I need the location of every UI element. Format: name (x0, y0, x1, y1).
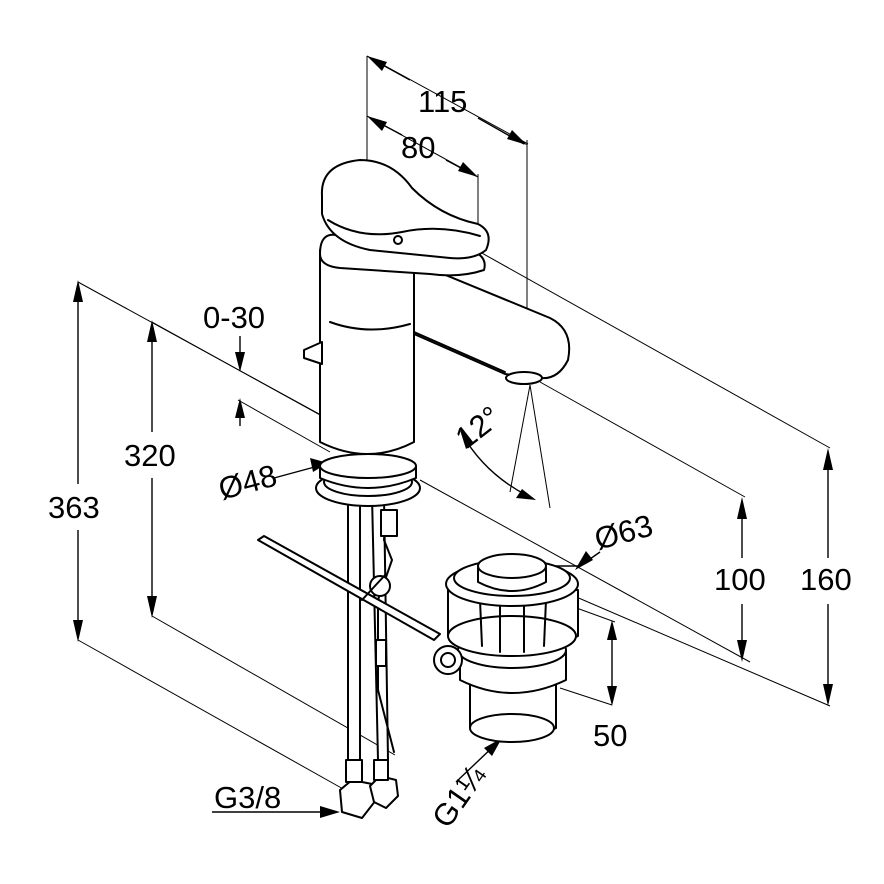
dim-angle-12: 12° (449, 399, 507, 455)
dim-thread-g3-8: G3/8 (214, 780, 281, 815)
supply-hoses (339, 489, 399, 819)
dim-50: 50 (593, 718, 627, 753)
pop-up-waste (433, 553, 579, 743)
dim-diameter-48: Ø48 (215, 458, 281, 507)
dim-diameter-63: Ø63 (591, 508, 657, 557)
dimension-labels: 115 80 0-30 320 363 Ø48 12° Ø63 100 160 … (48, 84, 852, 834)
dim-115: 115 (418, 84, 467, 119)
extension-lines (77, 55, 831, 791)
faucet-body (303, 159, 571, 507)
dim-320: 320 (124, 438, 176, 473)
dim-160: 160 (800, 562, 852, 597)
dimension-lines (73, 56, 833, 818)
dim-thread-g1-1-4: G1¼ (425, 758, 493, 834)
pop-up-rod (257, 535, 441, 641)
dim-100: 100 (714, 562, 766, 597)
dim-363: 363 (48, 490, 100, 525)
dim-80: 80 (401, 130, 435, 165)
dim-0-30: 0-30 (203, 300, 265, 335)
